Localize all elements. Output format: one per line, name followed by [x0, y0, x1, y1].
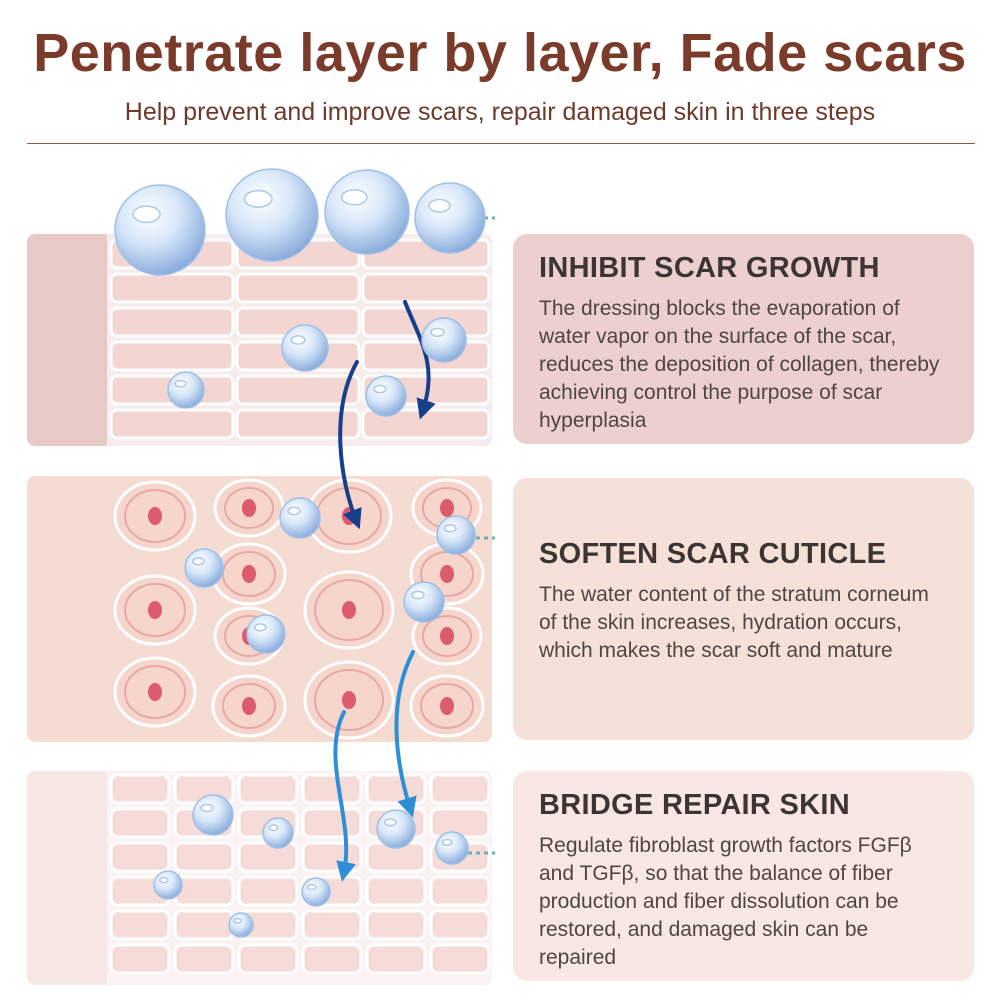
step-heading: INHIBIT SCAR GROWTH [539, 252, 880, 284]
skin-cell [365, 875, 427, 907]
water-drop [246, 614, 286, 654]
skin-cell [109, 807, 171, 839]
skin-layer-3-illustration [27, 771, 492, 985]
skin-cell [237, 875, 299, 907]
skin-cell [237, 943, 299, 975]
skin-cell [301, 773, 363, 805]
step-heading: BRIDGE REPAIR SKIN [539, 789, 851, 821]
skin-cell [235, 374, 361, 406]
water-drop [281, 324, 329, 372]
arrow-down [333, 710, 356, 882]
arrow-down [338, 360, 362, 530]
cell-nucleus [148, 507, 162, 525]
page-title: Penetrate layer by layer, Fade scars [33, 23, 967, 83]
skin-cell [109, 773, 171, 805]
water-drop [414, 182, 486, 254]
step-description: The water content of the stratum corneum… [539, 583, 929, 662]
cell-nucleus [342, 691, 356, 709]
skin-cell [361, 272, 491, 304]
title-divider [27, 143, 975, 144]
skin-cell [365, 909, 427, 941]
cell-nucleus [440, 697, 454, 715]
water-drop [301, 877, 331, 907]
water-drop [192, 794, 234, 836]
step-heading: SOFTEN SCAR CUTICLE [539, 538, 887, 570]
skin-cell [429, 875, 491, 907]
drops-and-arrows-overlay [114, 168, 495, 938]
water-drop [167, 371, 205, 409]
skin-cell [237, 773, 299, 805]
water-drop [114, 184, 206, 276]
skin-layer-2-illustration [27, 476, 492, 742]
skin-cell [429, 943, 491, 975]
water-drop [153, 870, 183, 900]
cell-nucleus [148, 683, 162, 701]
step-description: The dressing blocks the evaporation of w… [539, 297, 940, 432]
skin-cell [235, 272, 361, 304]
cell-nucleus [440, 565, 454, 583]
page-subtitle: Help prevent and improve scars, repair d… [124, 98, 876, 126]
skin-cell [109, 841, 171, 873]
water-drop [376, 809, 416, 849]
water-drop [365, 375, 407, 417]
skin-cell [429, 773, 491, 805]
cell-nucleus [242, 697, 256, 715]
skin-cell [365, 943, 427, 975]
step-card-bridge: BRIDGE REPAIR SKIN Regulate fibroblast g… [513, 771, 974, 981]
skin-cell [173, 841, 235, 873]
water-drop [279, 497, 321, 539]
skin-cell [109, 340, 235, 372]
skin-cell [109, 408, 235, 440]
step-description: Regulate fibroblast growth factors FGFβ … [539, 834, 912, 969]
skin-cell [429, 909, 491, 941]
skin-cell [173, 943, 235, 975]
cell-nucleus [440, 499, 454, 517]
water-drop [324, 169, 410, 255]
arrow-down [394, 650, 417, 818]
water-drop [184, 548, 224, 588]
cell-nucleus [148, 601, 162, 619]
step-card-inhibit: INHIBIT SCAR GROWTH The dressing blocks … [513, 234, 974, 444]
skin-cell [301, 909, 363, 941]
water-drop [228, 912, 254, 938]
skin-cell [235, 408, 361, 440]
skin-cell [109, 909, 171, 941]
water-drop [435, 831, 469, 865]
skin-cell [301, 943, 363, 975]
cell-nucleus [242, 565, 256, 583]
water-drop [421, 317, 467, 363]
water-drop [225, 168, 319, 262]
cell-nucleus [440, 627, 454, 645]
cell-nucleus [342, 601, 356, 619]
skin-cell [109, 306, 235, 338]
water-drop [403, 581, 445, 623]
cell-nucleus [242, 499, 256, 517]
step-card-soften: SOFTEN SCAR CUTICLE The water content of… [513, 478, 974, 740]
arrow-down [403, 300, 436, 420]
water-drop [436, 515, 476, 555]
water-drop [262, 817, 294, 849]
skin-cell [109, 943, 171, 975]
